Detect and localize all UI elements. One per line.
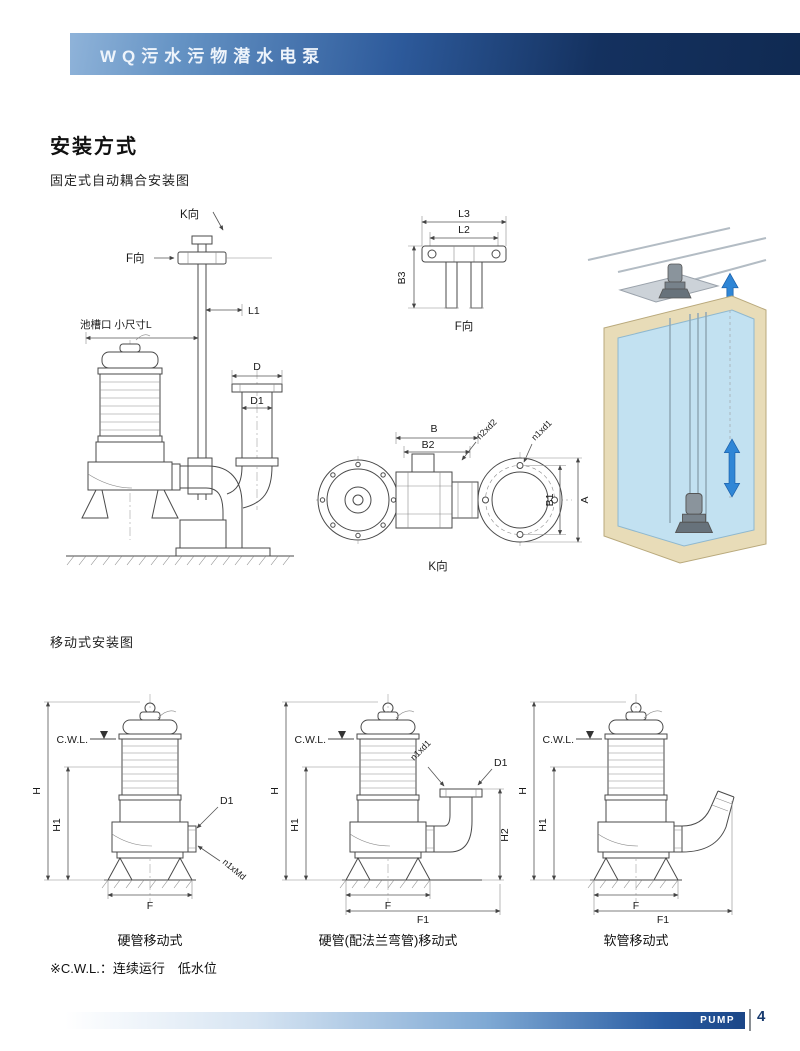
label-h1-2: H1 xyxy=(289,818,301,832)
cwl-note: ※C.W.L.：连续运行 低水位 xyxy=(50,961,217,976)
label-b2: B2 xyxy=(422,439,435,451)
label-k-direction-2: K向 xyxy=(428,559,447,573)
footer-brand: PUMP xyxy=(700,1015,735,1026)
footer-separator xyxy=(749,1009,751,1031)
label-h1-1: H1 xyxy=(51,818,63,832)
footer-page-number: 4 xyxy=(757,1008,766,1025)
label-b: B xyxy=(430,423,437,435)
section-title: 安装方式 xyxy=(50,136,138,158)
label-l3: L3 xyxy=(458,208,470,220)
coupling-k-view: B B2 n2xd2 n1xd1 B1 A K向 xyxy=(316,417,591,573)
guide-bracket-f-view: L3 L2 B3 F向 xyxy=(396,208,507,333)
label-a: A xyxy=(579,496,591,503)
mobile-pump-2-drawing: C.W.L. H H1 n1xd1 D1 H2 F F1 xyxy=(269,693,511,925)
label-cwl-2: C.W.L. xyxy=(294,734,326,746)
fixed-subtitle: 固定式自动耦合安装图 xyxy=(50,173,191,188)
label-f-3: F xyxy=(633,900,639,912)
installation-3d-illustration xyxy=(587,227,767,564)
label-l1: L1 xyxy=(248,305,260,317)
mobile-pump-3-drawing: C.W.L. H H1 F F1 xyxy=(517,693,735,925)
label-l2: L2 xyxy=(458,224,470,236)
label-f-direction: F向 xyxy=(126,251,145,265)
caption-rigid-pipe: 硬管移动式 xyxy=(117,933,183,948)
label-d: D xyxy=(253,361,261,373)
header-bar: WQ污水污物潜水电泵 xyxy=(70,33,800,75)
label-n2xd2: n2xd2 xyxy=(474,417,498,441)
label-f-direction-2: F向 xyxy=(455,319,474,333)
mobile-pump-1-drawing: C.W.L. H H1 F D1 n1xMd xyxy=(31,693,248,912)
pit-water xyxy=(617,309,755,547)
label-k-direction: K向 xyxy=(180,207,199,221)
label-h1-3: H1 xyxy=(537,818,549,832)
footer-bar: PUMP xyxy=(65,1012,745,1029)
mobile-installation-diagram: C.W.L. H H1 F D1 n1xMd C.W.L. H xyxy=(31,693,735,925)
label-f1-3: F1 xyxy=(657,914,669,925)
label-b1: B1 xyxy=(544,493,556,506)
caption-hose: 软管移动式 xyxy=(603,933,669,948)
label-d1-2: D1 xyxy=(494,757,508,769)
label-cwl-3: C.W.L. xyxy=(542,734,574,746)
label-h-1: H xyxy=(31,787,43,795)
mobile-subtitle: 移动式安装图 xyxy=(50,635,135,650)
fixed-side-view-drawing: K向 F向 L1 池槽口 小尺寸L xyxy=(66,207,294,566)
label-f1-2: F1 xyxy=(417,914,429,925)
label-f-2: F xyxy=(385,900,391,912)
caption-rigid-pipe-flanged-elbow: 硬管(配法兰弯管)移动式 xyxy=(318,933,458,948)
label-h-3: H xyxy=(517,787,529,795)
label-cwl-1: C.W.L. xyxy=(56,734,88,746)
label-h2-2: H2 xyxy=(499,828,511,842)
label-h-2: H xyxy=(269,787,281,795)
label-d1: D1 xyxy=(250,395,264,407)
label-f-1: F xyxy=(147,900,153,912)
page-header-title: WQ污水污物潜水电泵 xyxy=(100,46,326,66)
label-n1xmd-1: n1xMd xyxy=(221,857,248,882)
fixed-installation-diagram: K向 F向 L1 池槽口 小尺寸L xyxy=(66,207,767,573)
label-b3: B3 xyxy=(396,271,408,284)
label-d1-1: D1 xyxy=(220,795,234,807)
label-n1xd1: n1xd1 xyxy=(529,418,553,442)
label-slot-size: 池槽口 小尺寸L xyxy=(80,318,152,331)
